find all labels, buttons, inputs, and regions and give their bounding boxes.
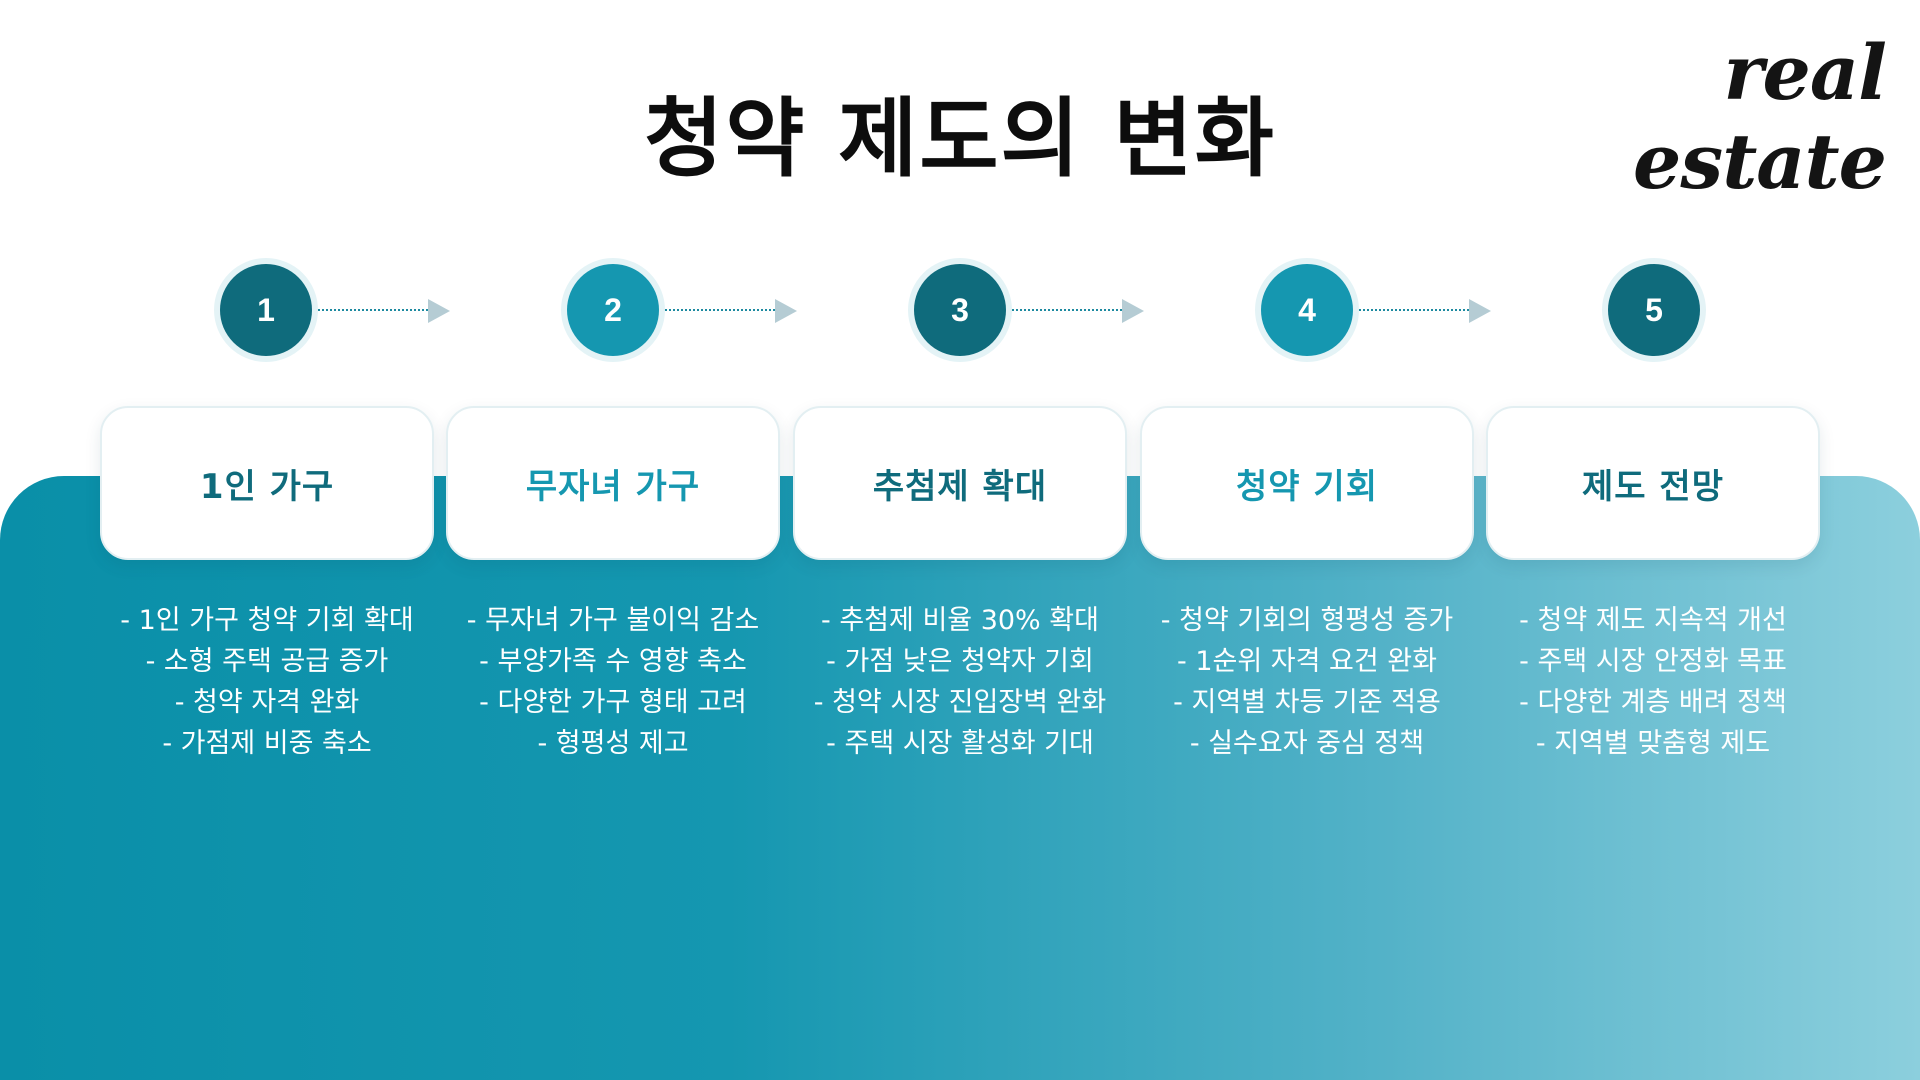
- detail-item: - 무자녀 가구 불이익 감소: [466, 605, 760, 636]
- arrow-right-icon: [428, 299, 450, 323]
- detail-item: - 부양가족 수 영향 축소: [479, 646, 747, 677]
- step-circle-5: 5: [1602, 258, 1706, 362]
- step-title-5: 제도 전망: [1582, 466, 1724, 507]
- step-number-4: 4: [1261, 264, 1353, 356]
- connector-line: [318, 309, 428, 311]
- step-card-4: 청약 기회: [1140, 406, 1474, 560]
- page-title: 청약 제도의 변화: [644, 89, 1276, 189]
- detail-item: - 1인 가구 청약 기회 확대: [120, 605, 414, 636]
- step-number-2: 2: [567, 264, 659, 356]
- detail-item: - 추첨제 비율 30% 확대: [821, 605, 1099, 636]
- step-circle-4: 4: [1255, 258, 1359, 362]
- step-number-5: 5: [1608, 264, 1700, 356]
- arrow-right-icon: [775, 299, 797, 323]
- step-title-2: 무자녀 가구: [525, 466, 701, 507]
- detail-item: - 청약 자격 완화: [174, 687, 360, 718]
- connector-line: [1012, 309, 1122, 311]
- detail-item: - 청약 기회의 형평성 증가: [1160, 605, 1454, 636]
- teal-background-panel: [0, 476, 1920, 1080]
- step-card-2: 무자녀 가구: [446, 406, 780, 560]
- detail-item: - 형평성 제고: [537, 728, 689, 759]
- detail-item: - 1순위 자격 요건 완화: [1177, 646, 1437, 677]
- step-number-3: 3: [914, 264, 1006, 356]
- step-card-5: 제도 전망: [1486, 406, 1820, 560]
- detail-item: - 실수요자 중심 정책: [1189, 728, 1425, 759]
- detail-item: - 주택 시장 안정화 목표: [1519, 646, 1787, 677]
- detail-item: - 가점제 비중 축소: [162, 728, 372, 759]
- detail-item: - 다양한 계층 배려 정책: [1519, 687, 1787, 718]
- step-title-1: 1인 가구: [199, 466, 335, 507]
- step-details-2: - 무자녀 가구 불이익 감소 - 부양가족 수 영향 축소 - 다양한 가구 …: [433, 600, 793, 764]
- detail-item: - 지역별 차등 기준 적용: [1173, 687, 1441, 718]
- detail-item: - 가점 낮은 청약자 기회: [826, 646, 1094, 677]
- step-circle-1: 1: [214, 258, 318, 362]
- detail-item: - 소형 주택 공급 증가: [145, 646, 389, 677]
- detail-item: - 지역별 맞춤형 제도: [1535, 728, 1771, 759]
- step-card-1: 1인 가구: [100, 406, 434, 560]
- arrow-right-icon: [1469, 299, 1491, 323]
- step-title-4: 청약 기회: [1236, 466, 1378, 507]
- step-circle-3: 3: [908, 258, 1012, 362]
- step-details-3: - 추첨제 비율 30% 확대 - 가점 낮은 청약자 기회 - 청약 시장 진…: [780, 600, 1140, 764]
- step-card-3: 추첨제 확대: [793, 406, 1127, 560]
- detail-item: - 주택 시장 활성화 기대: [826, 728, 1094, 759]
- brand-logo: real estate: [1633, 28, 1887, 206]
- detail-item: - 청약 시장 진입장벽 완화: [813, 687, 1107, 718]
- step-details-5: - 청약 제도 지속적 개선 - 주택 시장 안정화 목표 - 다양한 계층 배…: [1473, 600, 1833, 764]
- step-title-3: 추첨제 확대: [872, 466, 1048, 507]
- step-circle-2: 2: [561, 258, 665, 362]
- arrow-right-icon: [1122, 299, 1144, 323]
- detail-item: - 청약 제도 지속적 개선: [1519, 605, 1787, 636]
- step-number-1: 1: [220, 264, 312, 356]
- connector-line: [665, 309, 775, 311]
- step-details-1: - 1인 가구 청약 기회 확대 - 소형 주택 공급 증가 - 청약 자격 완…: [87, 600, 447, 764]
- step-details-4: - 청약 기회의 형평성 증가 - 1순위 자격 요건 완화 - 지역별 차등 …: [1127, 600, 1487, 764]
- detail-item: - 다양한 가구 형태 고려: [479, 687, 747, 718]
- connector-line: [1359, 309, 1469, 311]
